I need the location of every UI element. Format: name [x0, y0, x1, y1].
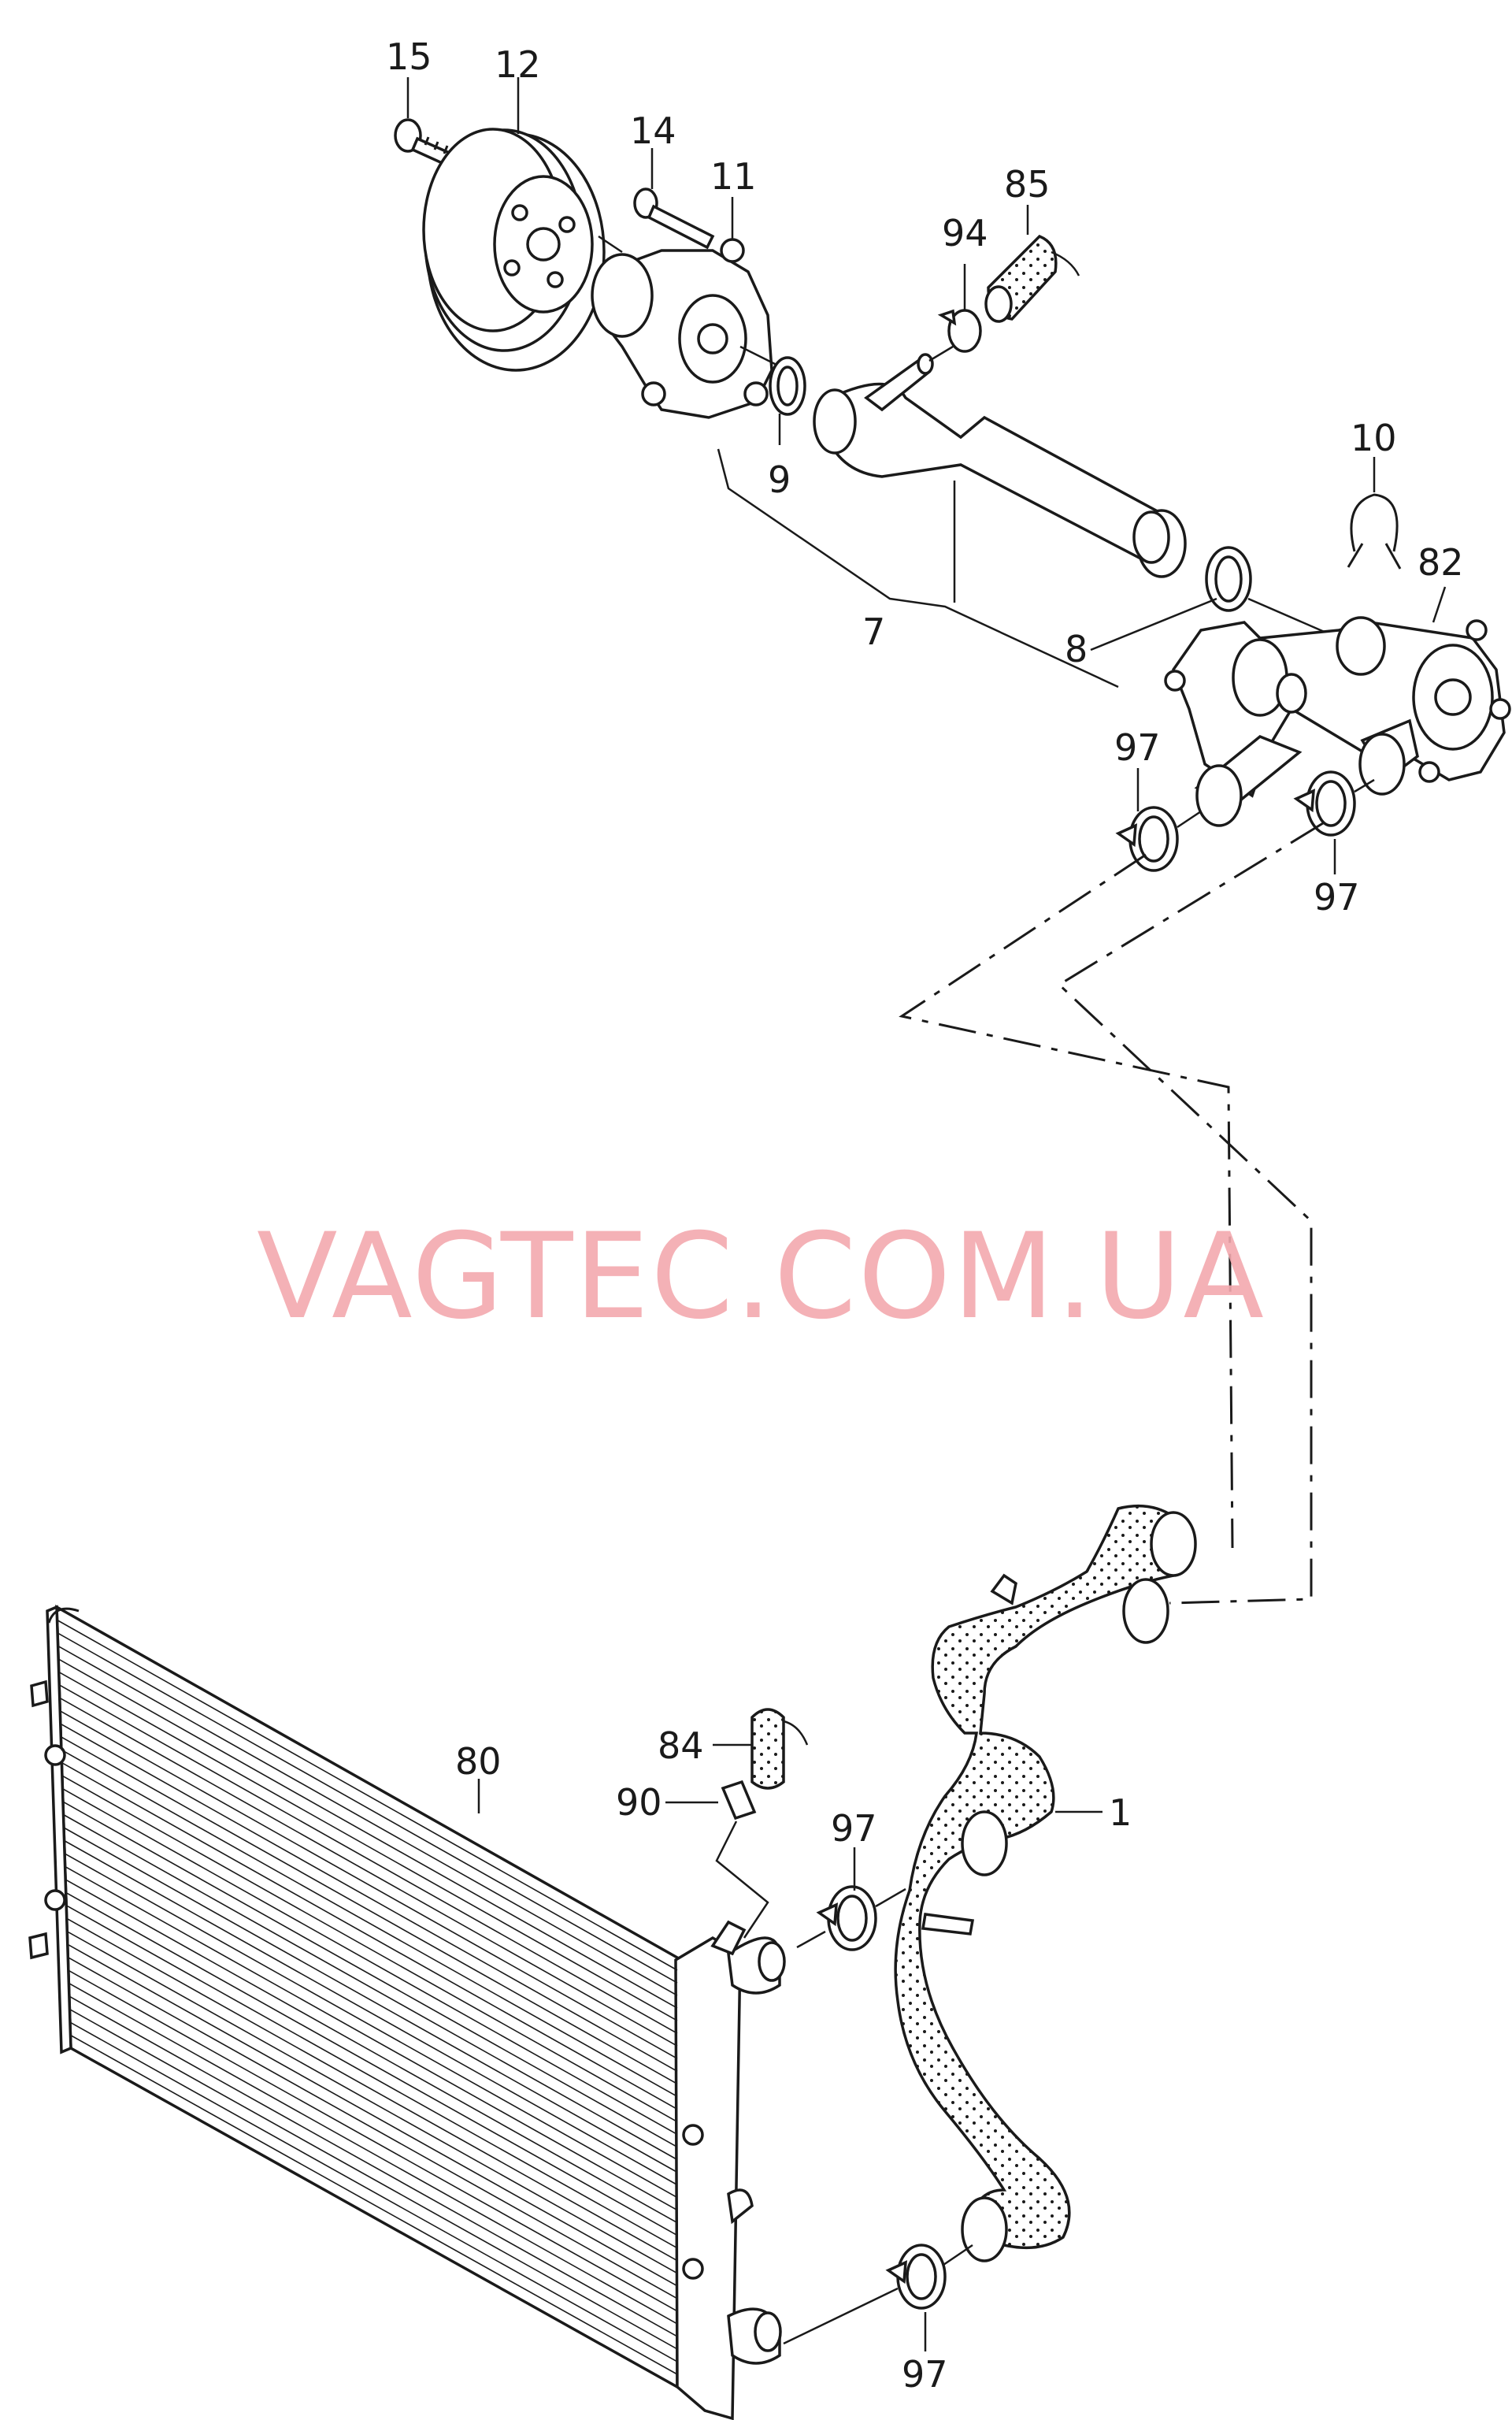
- radiator-fin: [62, 1787, 678, 2136]
- radiator-fin: [65, 1865, 678, 2211]
- label-97-upper-right: 97: [1314, 876, 1360, 919]
- label-97-radiator-lower: 97: [902, 2353, 948, 2396]
- radiator-core-fins: [57, 1619, 678, 2375]
- label-94: 94: [942, 212, 988, 254]
- label-15: 15: [386, 35, 432, 78]
- coolant-pipe-7: [813, 353, 1187, 578]
- label-80: 80: [455, 1740, 502, 1783]
- radiator-fin: [69, 1982, 678, 2325]
- radiator-fin: [59, 1710, 678, 2059]
- radiator-fin: [58, 1671, 678, 2021]
- radiator-fin: [70, 2034, 678, 2375]
- clamp-97-radiator-upper: [816, 1885, 877, 1951]
- label-97-radiator-upper: 97: [831, 1807, 877, 1850]
- o-ring-8: [1205, 546, 1252, 612]
- clip-10: [1347, 493, 1402, 570]
- water-pump-11: [591, 238, 773, 419]
- radiator-fin: [62, 1801, 678, 2148]
- radiator-fin: [65, 1891, 678, 2236]
- radiator-fin: [60, 1736, 678, 2084]
- radiator-80: [28, 1604, 786, 2420]
- label-97-upper-left: 97: [1114, 726, 1161, 769]
- label-82: 82: [1418, 541, 1464, 584]
- radiator-fin: [69, 2021, 678, 2362]
- radiator-fin: [66, 1917, 678, 2262]
- bolt-14: [633, 187, 715, 250]
- label-85: 85: [1004, 163, 1051, 206]
- radiator-fin: [61, 1775, 678, 2123]
- clamp-97-upper-right: [1293, 770, 1356, 837]
- thermostat-housing-82: [1164, 616, 1511, 827]
- radiator-fin: [69, 1995, 678, 2337]
- radiator-fin: [64, 1839, 678, 2186]
- radiator-fin: [69, 2008, 678, 2350]
- pulley-12: [422, 128, 606, 372]
- clamp-97-radiator-lower: [885, 2244, 947, 2310]
- radiator-fin: [63, 1813, 678, 2161]
- label-9: 9: [768, 458, 791, 501]
- radiator-fin: [65, 1905, 678, 2249]
- radiator-fin: [57, 1632, 678, 1984]
- hose-84: [750, 1708, 809, 1790]
- label-7: 7: [862, 611, 885, 653]
- clip-90: [721, 1780, 757, 1821]
- radiator-fin: [58, 1684, 678, 2034]
- label-84: 84: [658, 1724, 704, 1767]
- radiator-fin: [64, 1853, 678, 2199]
- radiator-fin: [61, 1749, 678, 2097]
- label-10: 10: [1351, 417, 1397, 459]
- clamp-94: [937, 309, 982, 353]
- o-ring-9: [769, 356, 806, 416]
- radiator-fin: [67, 1957, 678, 2299]
- radiator-fin: [63, 1827, 678, 2173]
- clamp-97-upper-left: [1115, 806, 1179, 872]
- radiator-fin: [61, 1761, 678, 2110]
- watermark-text: VAGTEC.COM.UA: [257, 1208, 1266, 1345]
- radiator-fin: [66, 1931, 678, 2274]
- label-14: 14: [630, 109, 676, 152]
- label-1: 1: [1109, 1791, 1132, 1834]
- radiator-fin: [57, 1619, 678, 1971]
- radiator-fin: [65, 1879, 678, 2224]
- radiator-fin: [67, 1943, 678, 2287]
- label-12: 12: [495, 43, 541, 86]
- label-8: 8: [1065, 628, 1088, 670]
- radiator-fin: [60, 1723, 678, 2072]
- radiator-fin: [57, 1645, 678, 1996]
- radiator-fin: [57, 1658, 678, 2009]
- radiator-fin: [68, 1969, 678, 2312]
- radiator-fin: [59, 1697, 678, 2047]
- label-90: 90: [616, 1781, 662, 1824]
- radiator-hose-1: [894, 1504, 1197, 2262]
- hose-85: [984, 234, 1058, 323]
- label-11: 11: [710, 155, 757, 198]
